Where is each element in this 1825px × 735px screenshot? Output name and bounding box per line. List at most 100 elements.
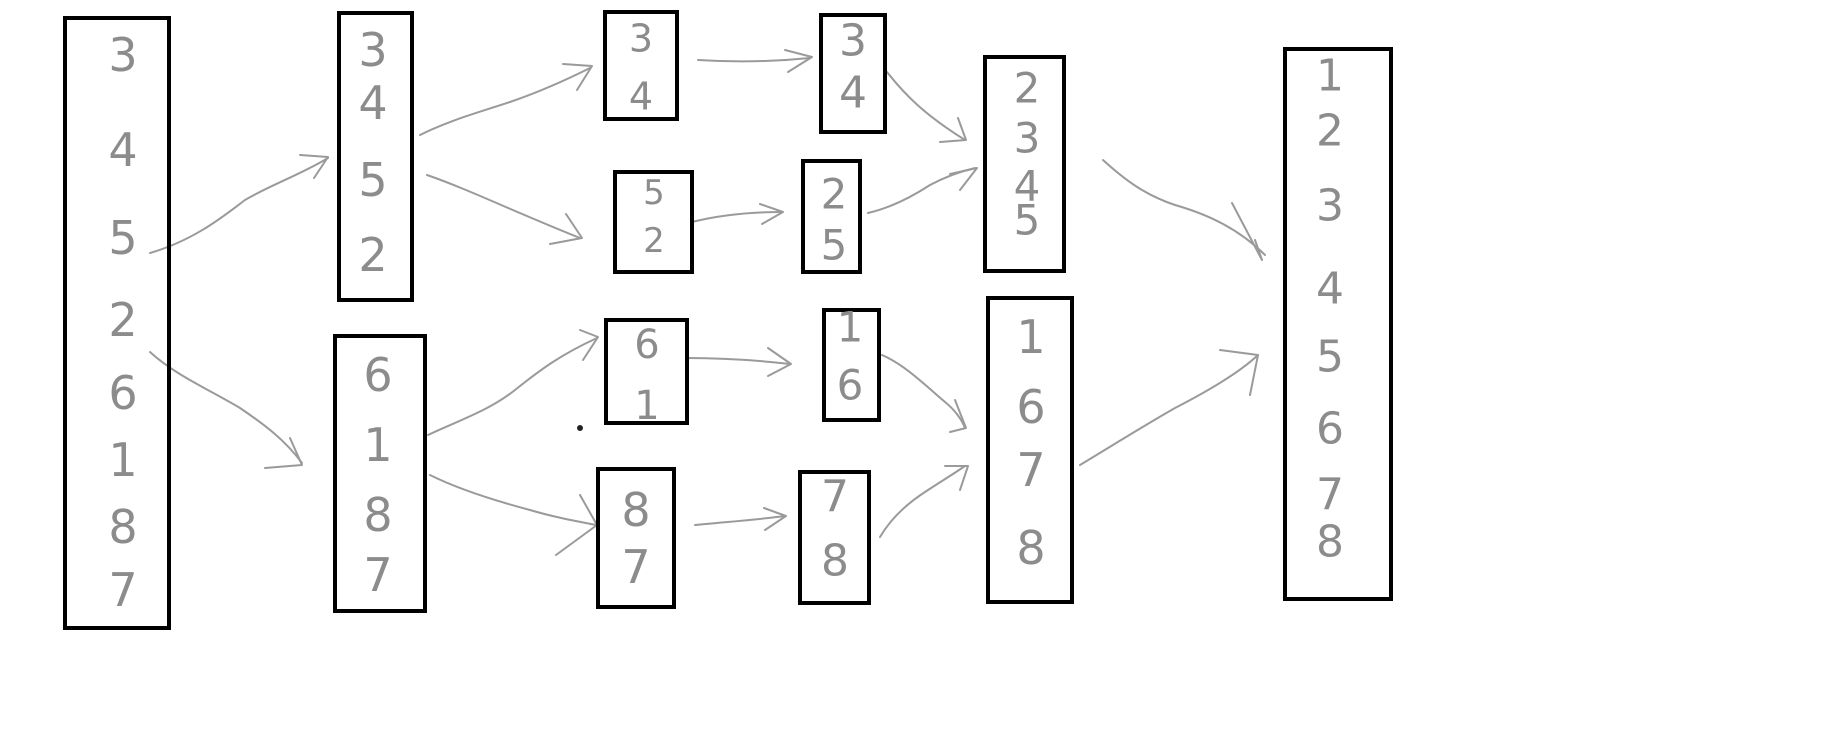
box-outline [819,13,887,134]
digit: 6 [108,366,137,420]
box-sorted-78: 78 [798,470,871,605]
digit: 5 [1316,331,1344,382]
digit: 1 [837,303,864,352]
digit: 5 [643,173,665,213]
box-sorted-25: 25 [801,159,862,274]
digit: 8 [621,483,650,537]
arrow-shaft [419,67,591,136]
arrow-shaft [1079,354,1259,466]
digit: 8 [363,488,392,542]
digit: 8 [821,535,849,586]
arrowhead-icon [784,49,813,73]
box-pair-52: 52 [613,170,694,274]
arrow-sorted-34-to-merged-2345 [886,71,967,143]
digit: 7 [621,540,650,594]
arrow-shaft [881,354,966,429]
digit: 2 [1316,105,1344,156]
arrowhead-icon [949,399,967,433]
box-outline [603,10,679,121]
digit: 7 [108,563,137,617]
arrow-pair-52-to-sorted-25 [691,203,784,225]
digit: 6 [1316,403,1344,454]
digit: 3 [1316,180,1344,231]
arrow-split-bottom-to-pair-87 [429,474,598,556]
box-pair-61: 61 [604,318,689,429]
digit: 8 [108,500,137,554]
digit: 3 [358,23,387,77]
arrowhead-icon [579,329,599,361]
box-outline [1283,47,1393,601]
box-outline [604,318,689,425]
digit: 1 [363,418,392,472]
digit: 6 [837,361,864,410]
arrow-shaft [427,337,598,436]
box-sorted-34: 34 [819,13,887,134]
arrow-shaft [694,515,786,526]
digit: 1 [1016,310,1045,364]
arrow-shaft [149,351,303,464]
box-unsorted: 3 4 5 2 6 1 8 7 [63,16,171,630]
arrow-pair-34-to-sorted-34 [697,49,813,73]
box-outline [798,470,871,605]
box-outline [337,11,414,302]
arrowhead-icon [549,213,583,245]
arrow-sorted-25-to-merged-2345 [867,167,978,214]
box-outline [822,308,881,422]
digit: 6 [363,348,392,402]
digit: 4 [108,123,137,177]
arrows [149,49,1266,556]
arrowhead-icon [763,507,787,531]
arrow-sorted-16-to-merged-1678 [881,354,967,433]
arrowhead-icon [949,167,978,191]
box-outline [333,334,427,613]
digit: 5 [358,153,387,207]
arrow-shaft [879,465,966,538]
arrow-shaft [426,174,581,239]
digit: 3 [629,16,653,60]
digit: 8 [1016,521,1045,575]
arrow-shaft [429,474,597,526]
arrow-split-top-to-pair-52 [426,174,583,245]
digit: 2 [643,221,665,261]
digit: 6 [634,322,659,368]
digit: 1 [1316,50,1344,101]
box-outline [801,159,862,274]
arrow-split-top-to-pair-34 [419,63,593,136]
arrowhead-icon [562,63,593,91]
digit: 1 [108,433,137,487]
digit: 3 [839,15,867,66]
digit: 2 [358,228,387,282]
arrow-shaft [686,357,791,365]
arrow-unsorted-to-split-bottom [149,351,303,469]
digit: 3 [108,28,137,82]
box-sorted-16: 16 [822,303,881,422]
arrow-merged-2345-to-final [1102,159,1266,261]
digit: 3 [1014,114,1041,163]
digit: 2 [108,293,137,347]
boxes: 3452618734526187345261873425167823451678… [63,10,1393,630]
digit: 6 [1016,380,1045,434]
arrow-pair-87-to-sorted-78 [694,507,787,531]
arrow-shaft [697,57,811,63]
digit: 5 [1014,196,1041,245]
arrowhead-icon [944,465,969,491]
digit: 4 [1316,263,1344,314]
digit: 7 [1316,469,1344,520]
arrow-shaft [149,157,329,254]
arrowhead-icon [759,203,784,225]
digit: 7 [363,548,392,602]
digit: 5 [108,211,137,265]
digit: 1 [634,383,659,429]
digit: 4 [1014,162,1041,211]
digit: 7 [821,471,849,522]
arrowhead-icon [939,117,967,143]
arrow-merged-1678-to-final [1079,349,1259,466]
digit: 2 [821,170,848,219]
arrow-shaft [1102,159,1266,256]
box-pair-34: 34 [603,10,679,121]
arrow-split-bottom-to-pair-61 [427,329,599,436]
stray-dot [577,425,583,431]
